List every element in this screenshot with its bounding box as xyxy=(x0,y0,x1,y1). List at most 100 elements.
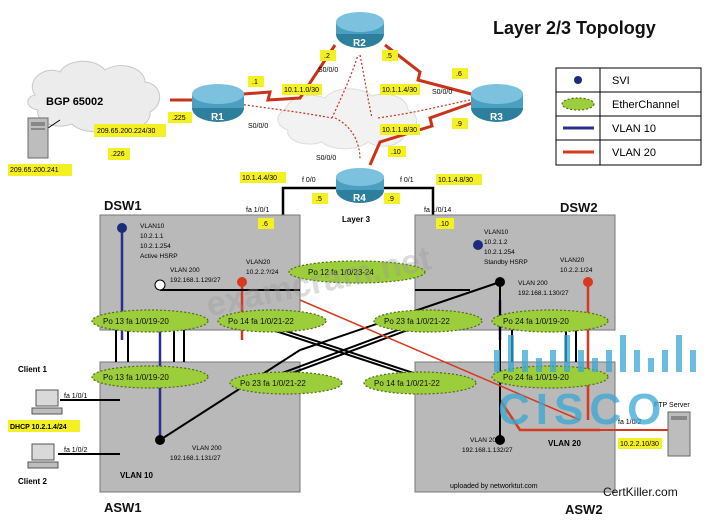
bgp-server-icon xyxy=(27,117,49,159)
frame-relay-links xyxy=(231,54,471,161)
ftp-ip: 10.2.2.10/30 xyxy=(620,441,659,448)
uploaded-by: uploaded by networktut.com xyxy=(450,483,538,490)
po23-top-label: Po 23 fa 1/0/21-22 xyxy=(384,317,450,326)
cisco-bars-icon xyxy=(494,335,696,372)
client2-label: Client 2 xyxy=(18,477,47,486)
router-r3-label: R3 xyxy=(490,112,503,123)
label-r3-bottom: .9 xyxy=(456,121,462,128)
etherchannel-po12: Po 12 fa 1/0/23-24 xyxy=(288,260,426,284)
po12-label: Po 12 fa 1/0/23-24 xyxy=(308,268,374,277)
label-r3-top: .6 xyxy=(456,71,462,78)
client-links xyxy=(58,399,120,455)
dsw1-vlan10-line1: VLAN10 xyxy=(140,223,165,230)
router-r2-label: R2 xyxy=(353,38,366,49)
dsw2-vlan10-line3: 10.2.1.254 xyxy=(484,249,515,256)
client2-monitor-icon xyxy=(31,443,55,461)
dsw2-vlan10-line1: VLAN10 xyxy=(484,229,509,236)
dsw2-vlan200-line1: VLAN 200 xyxy=(518,280,548,287)
client1-monitor-icon xyxy=(35,389,59,407)
r2-s000: S0/0/0 xyxy=(318,67,338,74)
dsw1-label: DSW1 xyxy=(104,198,142,213)
diagram-title: Layer 2/3 Topology xyxy=(493,18,656,38)
dsw2-vlan200-line2: 192.168.1.130/27 xyxy=(518,290,569,297)
legend-svi-icon xyxy=(574,76,582,84)
dsw1-port-ip: .6 xyxy=(262,221,268,228)
net-r2-r3: 10.1.1.4/30 xyxy=(382,87,417,94)
asw1-vlan200-line1: VLAN 200 xyxy=(192,445,222,452)
etherchannel-po14-top: Po 14 fa 1/0/21-22 xyxy=(217,309,327,333)
r3-s000: S0/0/0 xyxy=(432,89,452,96)
dsw2-vlan10-line2: 10.2.1.2 xyxy=(484,239,508,246)
etherchannel-po24-top: Po 24 fa 1/0/19-20 xyxy=(491,309,609,333)
asw1-vlan200-line2: 192.168.1.131/27 xyxy=(170,455,221,462)
net-r3-r4: 10.1.1.8/30 xyxy=(382,127,417,134)
router-r4-label: R4 xyxy=(353,193,366,204)
po13-top-label: Po 13 fa 1/0/19-20 xyxy=(103,317,169,326)
dsw2-vlan20-line2: 10.2.2.1/24 xyxy=(560,267,593,274)
dsw1-vlan20-line2: 10.2.2.?/24 xyxy=(246,269,279,276)
legend: SVI EtherChannel VLAN 10 VLAN 20 xyxy=(555,67,702,166)
bgp-label: BGP 65002 xyxy=(46,96,103,108)
po14-bottom-label: Po 14 fa 1/0/21-22 xyxy=(374,379,440,388)
asw1-fa101: fa 1/0/1 xyxy=(64,393,87,400)
label-r4-left: .5 xyxy=(316,196,322,203)
client1: Client 1 xyxy=(18,365,63,415)
vlan20-cross xyxy=(299,299,581,421)
dsw2-vlan200-svi xyxy=(495,277,505,287)
router-r3: R3 xyxy=(471,84,523,123)
r4-f01: f 0/1 xyxy=(400,177,414,184)
layer3-label: Layer 3 xyxy=(342,215,371,224)
dsw2-label: DSW2 xyxy=(560,200,598,215)
dsw2-fa1014: fa 1/0/14 xyxy=(424,207,451,214)
dsw2-vlan20-svi xyxy=(583,277,593,287)
cisco-wordmark: CISCO xyxy=(498,385,667,434)
dsw1-svi-info: VLAN10 10.2.1.1 10.2.1.254 Active HSRP V… xyxy=(140,223,279,284)
dsw1-vlan10-line3: 10.2.1.254 xyxy=(140,243,171,250)
legend-svi-label: SVI xyxy=(612,75,630,87)
legend-vlan20-label: VLAN 20 xyxy=(612,147,656,159)
ftp-server-icon xyxy=(667,411,691,457)
label-r2-right: .5 xyxy=(386,53,392,60)
bgp-226: .226 xyxy=(111,151,125,158)
ip-labels: .2 .5 S0/0/0 .1 .225 S0/0/0 10.1.1.0/30 … xyxy=(8,50,482,224)
asw2-vlan200-line2: 192.168.1.132/27 xyxy=(462,447,513,454)
bgp-net: 209.65.200.224/30 xyxy=(97,128,155,135)
bgp-server-link xyxy=(47,119,61,129)
router-r2: R2 xyxy=(336,12,384,49)
r4-f00-net: 10.1.4.4/30 xyxy=(242,175,277,182)
asw2-vlan20-label: VLAN 20 xyxy=(548,439,581,448)
etherchannel-po13-top: Po 13 fa 1/0/19-20 xyxy=(91,309,209,333)
dsw2-vlan10-svi xyxy=(473,240,483,250)
dsw1-vlan200-svi xyxy=(154,279,166,291)
asw2-fa102: fa 1/0/2 xyxy=(618,419,641,426)
po14-top-label: Po 14 fa 1/0/21-22 xyxy=(228,317,294,326)
label-r4-right: .9 xyxy=(388,196,394,203)
client1-label: Client 1 xyxy=(18,365,47,374)
r4-f01-net: 10.1.4.8/30 xyxy=(438,177,473,184)
ftp-server: FTP Server xyxy=(654,402,691,457)
etherchannel-po23-bottom: Po 23 fa 1/0/21-22 xyxy=(229,371,343,395)
po13-bottom-label: Po 13 fa 1/0/19-20 xyxy=(103,373,169,382)
asw2-vlan200-svi xyxy=(495,435,505,445)
asw1-vlan200-svi xyxy=(155,435,165,445)
dsw1-vlan10-line4: Active HSRP xyxy=(140,253,178,260)
label-r2-left: .2 xyxy=(324,53,330,60)
serial-links xyxy=(170,43,476,166)
etherchannel-po23-top: Po 23 fa 1/0/21-22 xyxy=(373,309,483,333)
dsw2-vlan10-line4: Standby HSRP xyxy=(484,259,528,266)
router-r1: R1 xyxy=(192,84,244,123)
r4-s000: S0/0/0 xyxy=(316,155,336,162)
dsw1-vlan20-svi xyxy=(237,277,247,287)
r1-s000: S0/0/0 xyxy=(248,123,268,130)
ftp-server-label: FTP Server xyxy=(654,402,690,409)
dhcp-label: DHCP 10.2.1.4/24 xyxy=(10,424,67,431)
asw1-vlan10-label: VLAN 10 xyxy=(120,471,153,480)
router-r1-label: R1 xyxy=(211,112,224,123)
dsw2-port-ip: .10 xyxy=(439,221,449,228)
asw2-vlan200-line1: VLAN 200 xyxy=(470,437,500,444)
asw2-label: ASW2 xyxy=(565,502,603,517)
dsw1-vlan10-svi xyxy=(117,223,127,233)
asw1-label: ASW1 xyxy=(104,500,142,515)
router-r4: R4 xyxy=(336,168,384,204)
